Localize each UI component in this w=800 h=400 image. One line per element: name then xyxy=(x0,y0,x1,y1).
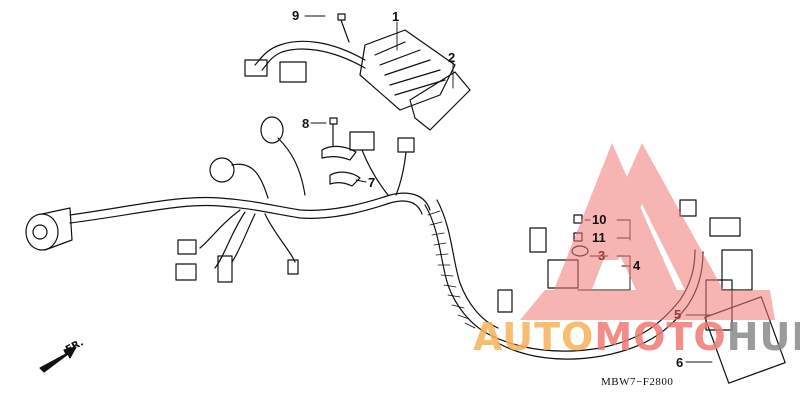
callout-2: 2 xyxy=(448,50,456,65)
callout-6: 6 xyxy=(676,355,684,370)
callout-7: 7 xyxy=(368,175,376,190)
watermark-text: AUTOMOTOHUB xyxy=(473,318,800,356)
arrow-down-left-icon xyxy=(38,346,78,374)
callout-10: 10 xyxy=(592,212,607,227)
callout-1: 1 xyxy=(392,9,400,24)
callout-4: 4 xyxy=(633,258,641,273)
watermark-moto: MOTO xyxy=(594,315,727,359)
callout-9: 9 xyxy=(292,8,300,23)
diagram-code: MBW7−F2800 xyxy=(601,376,674,388)
watermark-hub: HUB xyxy=(726,315,800,359)
callout-5: 5 xyxy=(674,307,682,322)
callout-3: 3 xyxy=(598,248,606,263)
watermark-auto: AUTO xyxy=(473,315,595,359)
callout-8: 8 xyxy=(302,116,310,131)
callout-11: 11 xyxy=(592,230,606,245)
watermark-logo xyxy=(520,143,775,320)
